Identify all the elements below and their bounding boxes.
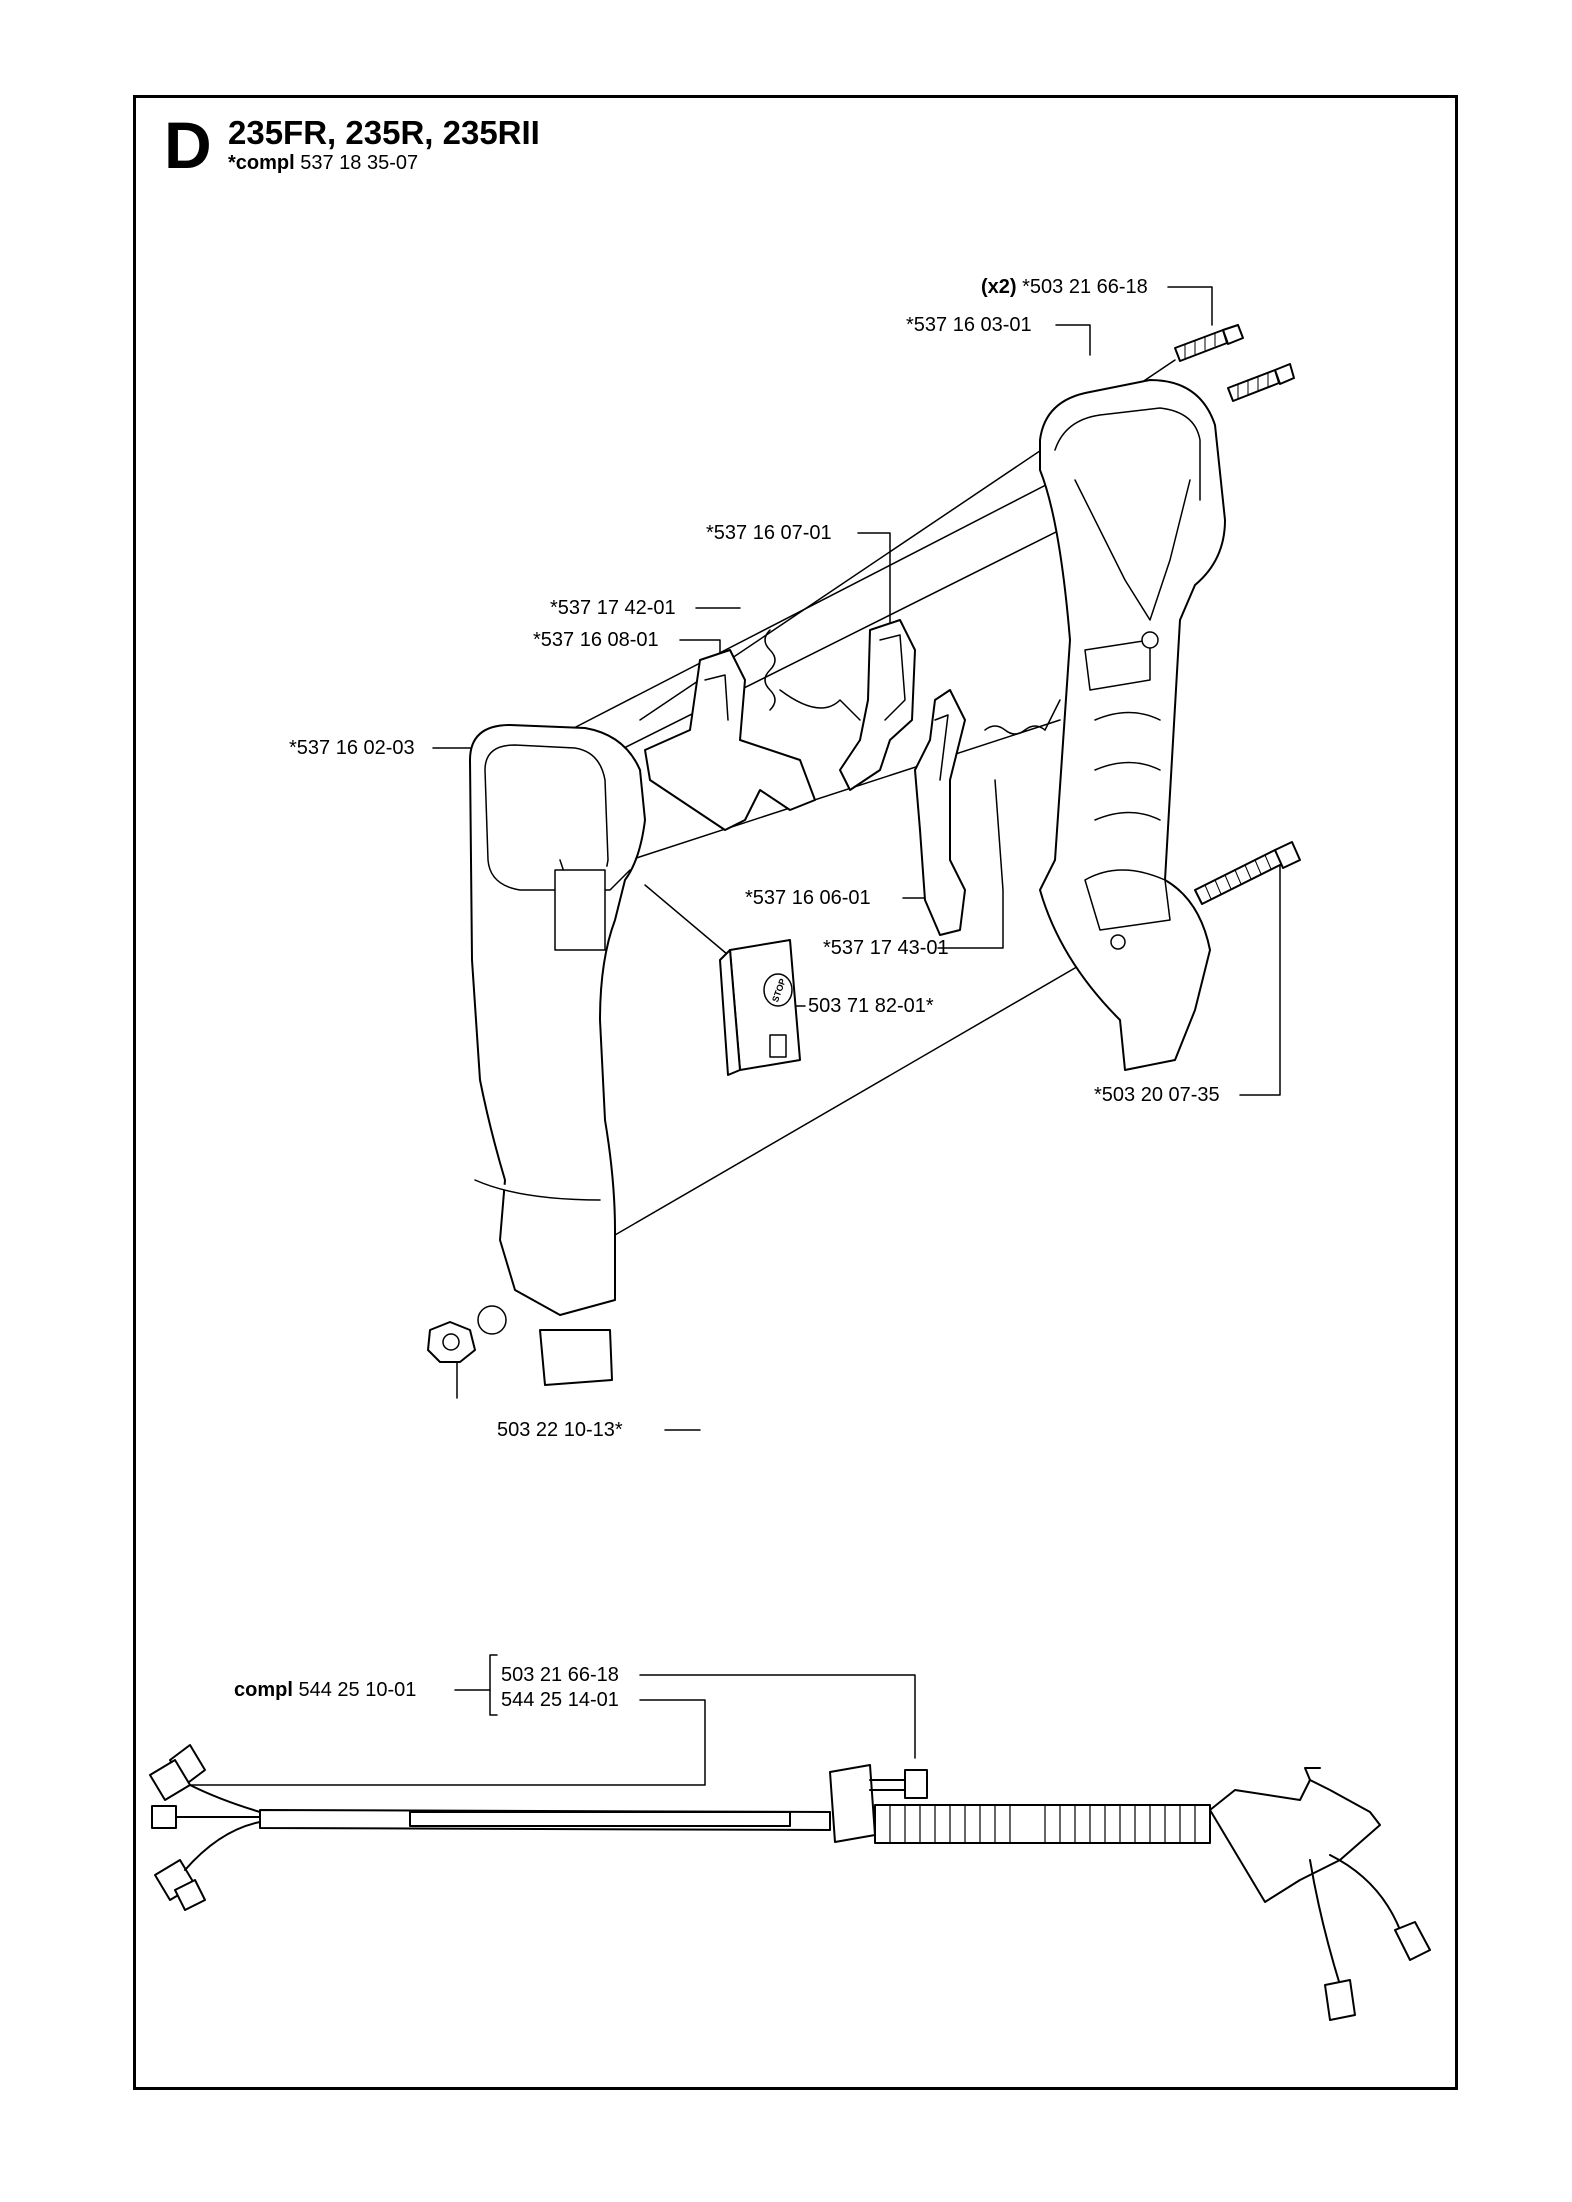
lever-upper-part: [839, 619, 916, 791]
label-screw-top-qty: (x2): [981, 276, 1017, 298]
section-letter: D: [164, 108, 212, 182]
spring-small-icon: [764, 629, 861, 721]
label-harness-compl-number: 544 25 10-01: [298, 1679, 417, 1701]
throttle-trigger-part: [914, 689, 966, 936]
compl-note: *compl 537 18 35-07: [228, 153, 418, 173]
harness-bracket: [189, 1654, 916, 1786]
label-spring-small: *537 17 42-01: [550, 597, 676, 619]
label-housing-left: *537 16 02-03: [289, 737, 415, 759]
wire-harness-part: [149, 1744, 1431, 2021]
bolt-long-icon: [1194, 841, 1301, 905]
housing-right-part: [1039, 379, 1226, 1071]
label-housing-right: *537 16 03-01: [906, 314, 1032, 336]
housing-left-part: [469, 724, 646, 1386]
compl-number: 537 18 35-07: [300, 152, 419, 174]
label-throttle-trigger: *537 16 06-01: [745, 887, 871, 909]
label-screw-top-number: *503 21 66-18: [1022, 276, 1148, 298]
label-lever-upper: *537 16 07-01: [706, 522, 832, 544]
label-nut: 503 22 10-13*: [497, 1419, 623, 1441]
screw-top-icon: [1174, 324, 1295, 402]
model-title: 235FR, 235R, 235RII: [228, 114, 540, 151]
label-stop-switch: 503 71 82-01*: [808, 995, 934, 1017]
label-harness-compl: compl 544 25 10-01: [234, 1680, 416, 1700]
label-lock-lever: *537 16 08-01: [533, 629, 659, 651]
label-bolt-long: *503 20 07-35: [1094, 1084, 1220, 1106]
label-spring-trigger: *537 17 43-01: [823, 937, 949, 959]
stop-switch-part: [719, 939, 801, 1076]
nut-icon: [427, 1321, 476, 1363]
label-harness-part-b: 544 25 14-01: [501, 1689, 619, 1711]
page-frame: [133, 95, 1458, 2090]
compl-prefix: *compl: [228, 152, 295, 174]
lock-lever-part: [644, 649, 816, 831]
label-harness-part-a: 503 21 66-18: [501, 1664, 619, 1686]
label-screw-top: (x2) *503 21 66-18: [981, 277, 1148, 297]
spring-trigger-icon: [984, 699, 1061, 735]
label-harness-compl-prefix: compl: [234, 1679, 293, 1701]
